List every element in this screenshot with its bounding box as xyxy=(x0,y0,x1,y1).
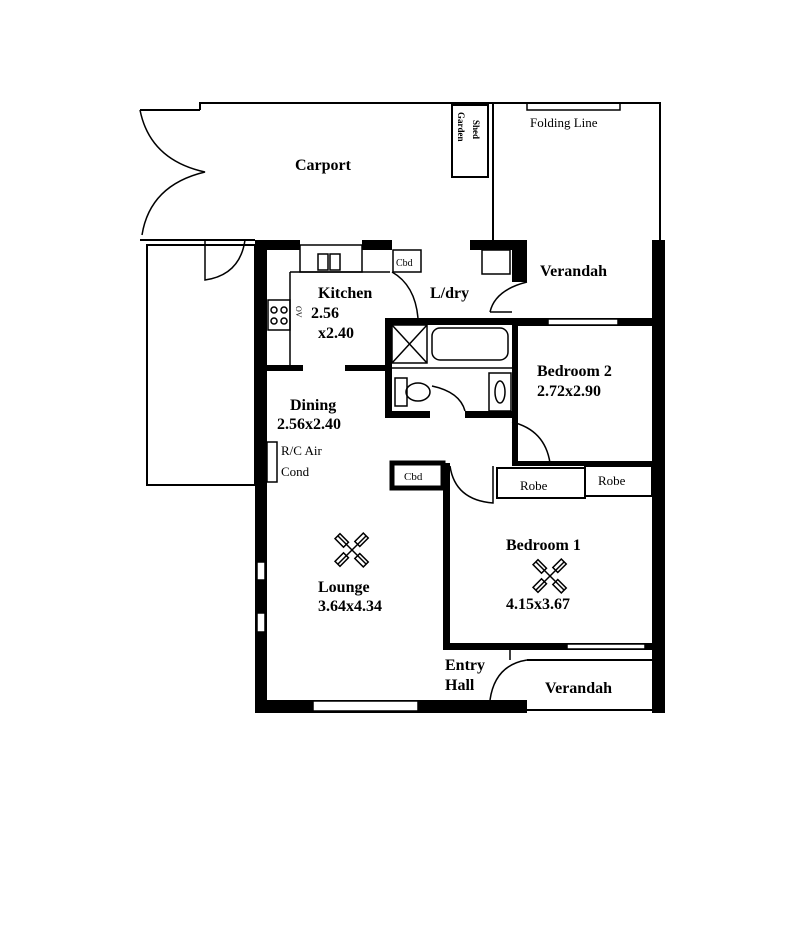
folding-line-label: Folding Line xyxy=(530,115,598,130)
lounge-label: Lounge xyxy=(318,579,370,596)
verandah-label: Verandah xyxy=(545,680,612,697)
bedroom1-dim: 4.15x3.67 xyxy=(506,596,570,613)
kitchen-label: Kitchen xyxy=(318,285,372,302)
ceiling-fan-icon xyxy=(531,557,568,595)
outer-walls xyxy=(255,240,665,713)
dining-label: Dining xyxy=(290,397,336,414)
front-door[interactable] xyxy=(489,659,528,701)
folding-line-marker xyxy=(526,102,621,111)
lounge-dim: 3.64x4.34 xyxy=(318,598,382,615)
carport-area xyxy=(139,102,661,486)
entry-hall: Entry Hall xyxy=(445,650,528,701)
side-strip xyxy=(146,244,256,486)
vanity xyxy=(488,372,512,412)
svg-text:Garden: Garden xyxy=(456,112,466,142)
svg-text:R/C Air: R/C Air xyxy=(281,443,322,458)
bedroom2-door[interactable] xyxy=(511,421,551,464)
svg-text:Hall: Hall xyxy=(445,677,475,694)
robes: Robe Robe xyxy=(496,465,653,499)
carport-label: Carport xyxy=(295,157,352,174)
kitchen-dim: 2.56 xyxy=(311,305,339,322)
bedroom1-door[interactable] xyxy=(449,465,494,504)
lounge: Lounge 3.64x4.34 xyxy=(318,531,382,615)
svg-text:Robe: Robe xyxy=(598,473,626,488)
bedroom-2: Bedroom 2 2.72x2.90 xyxy=(511,318,652,466)
robe-2 xyxy=(584,465,653,497)
svg-text:Cbd: Cbd xyxy=(404,471,423,483)
bathroom xyxy=(385,318,515,418)
svg-text:Cond: Cond xyxy=(281,464,310,479)
toilet xyxy=(394,377,408,407)
kitchen: Kitchen 2.56 x2.40 OV xyxy=(267,244,390,371)
dining-dim: 2.56x2.40 xyxy=(277,416,341,433)
window xyxy=(256,561,266,581)
carport-door[interactable] xyxy=(204,239,246,281)
verandah-rear: Verandah xyxy=(490,263,652,326)
svg-text:Entry: Entry xyxy=(445,657,485,674)
verandah-label: Verandah xyxy=(540,263,607,280)
ceiling-fan-icon xyxy=(333,531,370,569)
svg-text:Cbd: Cbd xyxy=(396,258,413,269)
laundry: Cbd L/dry xyxy=(391,249,528,319)
bedroom1-label: Bedroom 1 xyxy=(506,537,581,554)
kitchen-dim: x2.40 xyxy=(318,325,354,342)
oven-label: OV xyxy=(294,306,303,318)
svg-text:Robe: Robe xyxy=(520,478,548,493)
laundry-label: L/dry xyxy=(430,285,469,302)
hall-cupboard: Cbd xyxy=(389,460,446,491)
laundry-door[interactable] xyxy=(391,271,419,319)
bathroom-door[interactable] xyxy=(431,385,466,412)
bedroom2-dim: 2.72x2.90 xyxy=(537,383,601,400)
dining: Dining 2.56x2.40 R/C Air Cond xyxy=(266,397,341,483)
bedroom-1: Bedroom 1 4.15x3.67 xyxy=(443,463,652,650)
verandah-door[interactable] xyxy=(489,281,528,313)
garden-shed-label: Garden Shed xyxy=(456,112,481,142)
window xyxy=(312,700,419,712)
kitchen-sink xyxy=(299,244,363,273)
verandah-front: Verandah xyxy=(527,659,652,711)
bathtub xyxy=(431,327,509,361)
cooktop xyxy=(267,299,291,331)
laundry-tub xyxy=(481,249,511,275)
cbd-laundry xyxy=(392,249,422,273)
air-conditioner xyxy=(266,441,278,483)
window xyxy=(256,612,266,633)
garden-shed xyxy=(451,104,489,178)
shower xyxy=(391,324,428,364)
svg-text:Shed: Shed xyxy=(471,120,481,139)
bedroom2-label: Bedroom 2 xyxy=(537,363,612,380)
